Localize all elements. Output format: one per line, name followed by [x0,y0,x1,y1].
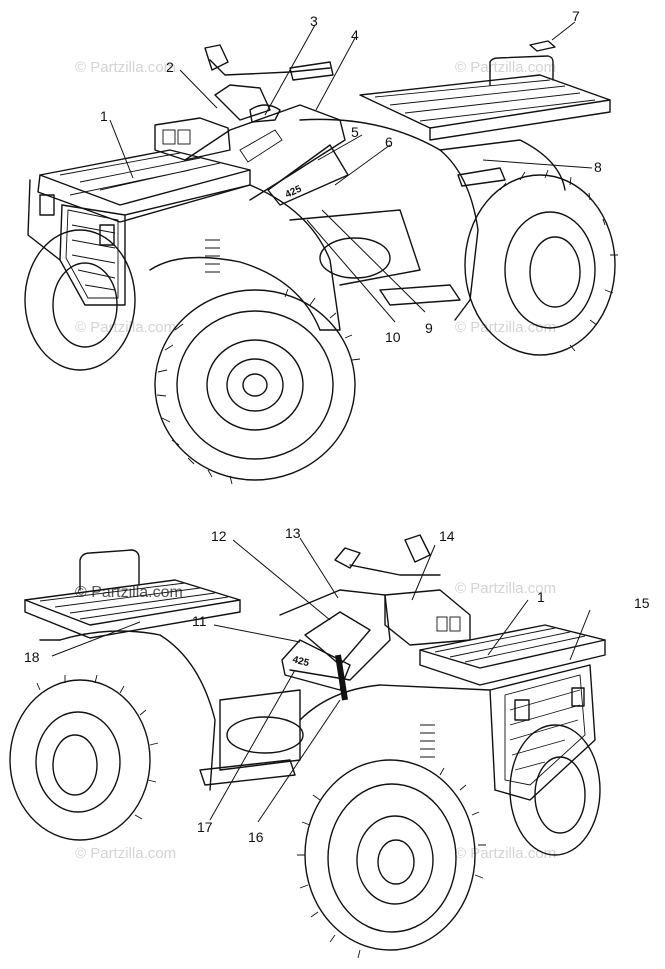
callout-1: 1 [100,108,108,124]
callout-1: 1 [537,589,545,605]
callout-18: 18 [24,649,40,665]
callout-17: 17 [197,819,213,835]
callout-13: 13 [285,525,301,541]
watermark-text-strong: © Partzilla.com [75,584,183,601]
callout-3: 3 [310,13,318,29]
callout-7: 7 [572,8,580,24]
decal-425-text: 425 [284,184,304,201]
callout-8: 8 [594,159,602,175]
watermark-text: © Partzilla.com [75,319,176,336]
atv-upper-illustration: 425 [24,40,618,485]
upper-callouts: 1 2 3 4 5 6 7 8 9 10 [100,8,602,345]
watermark-text: © Partzilla.com [455,59,556,76]
watermark-text: © Partzilla.com [455,845,556,862]
callout-12: 12 [211,528,227,544]
callout-16: 16 [248,829,264,845]
callout-9: 9 [425,320,433,336]
callout-4: 4 [351,27,359,43]
callout-15: 15 [634,595,650,611]
watermark-text: © Partzilla.com [75,59,176,76]
callout-2: 2 [166,59,174,75]
callout-6: 6 [385,134,393,150]
lower-callouts: 1 11 12 13 14 15 16 17 18 [24,525,650,845]
callout-5: 5 [351,124,359,140]
upper-leader-lines [109,21,593,323]
watermark-text: © Partzilla.com [455,580,556,597]
callout-10: 10 [385,329,401,345]
atv-lower-illustration: 425 [9,534,606,959]
decal-425-text: 425 [291,654,310,669]
watermarks: © Partzilla.com © Partzilla.com © Partzi… [75,59,556,862]
watermark-text: © Partzilla.com [75,845,176,862]
lower-leader-lines [51,537,591,823]
callout-14: 14 [439,528,455,544]
callout-11: 11 [192,613,207,629]
